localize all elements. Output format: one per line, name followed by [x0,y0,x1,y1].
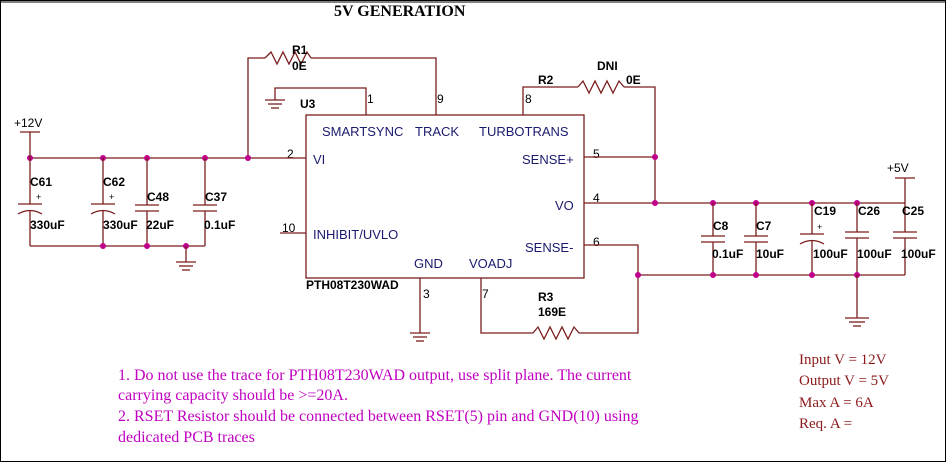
c48-value: 22uF [146,218,174,232]
junction-c7-bot [753,272,759,278]
wire-r2-vo [624,86,656,203]
r1-value: 0E [292,59,307,73]
r2-note: DNI [597,59,618,73]
ic-body-u3 [305,114,585,279]
c48-ref: C48 [147,190,169,204]
capacitor-c7 [744,203,768,275]
ic-part-label: PTH08T230WAD [306,278,399,292]
c19-plus: + [817,222,822,232]
spec-output-v: Output V = 5V [799,373,889,389]
capacitor-c8 [701,203,725,275]
c37-ref: C37 [205,190,227,204]
pin-number-5: 5 [593,147,600,161]
c26-ref: C26 [858,204,880,218]
c26-value: 100uF [857,247,892,261]
note-line-4: dedicated PCB traces [118,429,255,446]
wire-pin6-r3 [579,244,639,334]
c62-ref: C62 [103,175,125,189]
junction-vo [652,200,658,206]
wire-pin8-r2 [522,86,578,115]
c25-ref: C25 [902,204,924,218]
spec-input-v: Input V = 12V [799,352,887,368]
pin-number-8: 8 [525,92,532,106]
resistor-r3 [532,325,580,341]
pin-label-voadj: VOADJ [469,256,512,271]
pin-label-track: TRACK [415,124,459,139]
spec-max-a: Max A = 6A [799,395,874,411]
wire-pin9-r1 [311,57,437,115]
wire-pin1-gnd [274,87,367,115]
pin-number-4: 4 [593,191,600,205]
junction-c48-bot [144,243,150,249]
pin-label-inhibit: INHIBIT/UVLO [313,227,398,242]
pin-label-sense-minus: SENSE- [525,240,573,255]
ground-icon [410,332,430,342]
capacitor-c61 [17,158,43,246]
capacitor-c26 [845,203,869,275]
r3-ref: R3 [538,290,554,304]
c61-value: 330uF [30,218,65,232]
resistor-r2 [577,79,625,95]
pin-number-3: 3 [423,287,430,301]
c19-ref: C19 [814,204,836,218]
rail-12v-label: +12V [14,116,42,130]
schematic-title: 5V GENERATION [334,3,466,20]
ground-icon [176,261,196,271]
junction-sense [652,154,658,160]
pin-number-9: 9 [437,92,444,106]
rail-5v-label: +5V [887,161,909,175]
pin-label-gnd: GND [414,256,443,271]
junction-c62-bot [100,243,106,249]
junction-sense-minus-gnd [635,272,641,278]
c62-plus: + [109,192,114,202]
note-line-1: 1. Do not use the trace for PTH08T230WAD… [118,367,632,384]
ic-ref-label: U3 [300,97,316,111]
junction-vi [245,155,251,161]
c62-value: 330uF [103,218,138,232]
pin-number-10: 10 [282,221,296,235]
r2-value: 0E [626,73,641,87]
junction-c8-bot [710,272,716,278]
c61-plus: + [36,192,41,202]
c25-value: 100uF [901,247,936,261]
note-line-3: 2. RSET Resistor should be connected bet… [118,408,639,425]
ground-icon [845,317,869,327]
wire-r1-vi [247,57,265,158]
pin-number-7: 7 [482,287,489,301]
pin-number-2: 2 [287,147,294,161]
r1-ref: R1 [292,43,308,57]
c7-value: 10uF [756,247,784,261]
c37-value: 0.1uF [204,218,235,232]
c19-value: 100uF [813,247,848,261]
pin-label-vo: VO [555,198,574,213]
note-line-2: carrying capacity should be >=20A. [118,387,348,404]
capacitor-c19 [799,203,825,275]
wire-r3-pin7 [480,278,533,334]
c8-ref: C8 [713,219,729,233]
c8-value: 0.1uF [712,247,743,261]
pin-label-sense-plus: SENSE+ [522,152,574,167]
c61-ref: C61 [30,175,52,189]
resistor-r1 [264,50,312,66]
pin-number-1: 1 [367,92,374,106]
pin-label-turbotrans: TURBOTRANS [479,124,569,139]
ground-icon [265,99,285,109]
r3-value: 169E [538,305,566,319]
capacitor-c48 [135,158,159,246]
spec-req-a: Req. A = [799,416,852,432]
r2-ref: R2 [538,73,554,87]
pin-label-vi: VI [313,152,325,167]
capacitor-c37 [193,158,217,246]
capacitor-c62 [90,158,116,246]
pin-number-6: 6 [593,235,600,249]
junction-c19-bot [809,272,815,278]
c7-ref: C7 [756,219,772,233]
pin-label-smartsync: SMARTSYNC [322,124,403,139]
capacitor-c25 [893,203,917,275]
